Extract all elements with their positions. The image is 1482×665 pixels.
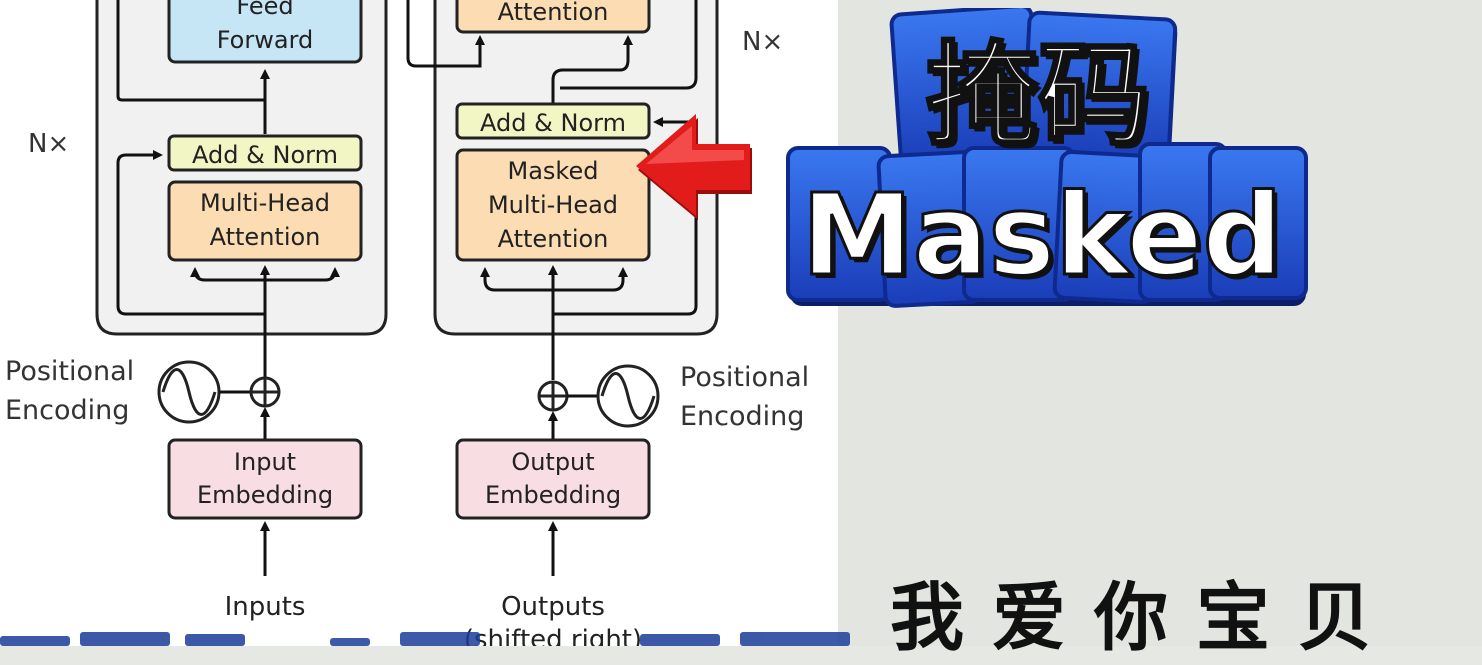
masked-title-sticker: 掩码 掩码 Masked Masked [786, 8, 1308, 308]
masked-mha-label-3: Attention [498, 225, 609, 253]
decoder-nx-label: N× [742, 27, 783, 57]
input-embedding-label-1: Input [234, 448, 296, 476]
inputs-label: Inputs [225, 592, 306, 622]
chinese-subtitle: 我爱你宝贝 [890, 575, 1400, 661]
diagram-panel: Feed Forward Add & Norm Multi-Head Atten… [0, 0, 838, 655]
masked-title-cn: 掩码 [926, 31, 1150, 161]
output-embedding-box [455, 438, 651, 520]
masked-mha-label-1: Masked [508, 157, 599, 185]
outputs-label: Outputs [501, 592, 605, 622]
encoder-mha-box [167, 180, 363, 262]
masked-title-en-shadow: Masked [805, 175, 1286, 305]
decoder-attention-label: Attention [498, 0, 609, 26]
encoder-positional-label-1: Positional [5, 356, 134, 387]
decoder-add-norm-box [455, 102, 651, 140]
encoder-add-norm-label: Add & Norm [192, 141, 338, 169]
masked-mha-box [455, 148, 651, 262]
masked-title-cn-shadow: 掩码 [930, 35, 1154, 165]
masked-mha-label-2: Multi-Head [488, 191, 618, 219]
output-embedding-label-1: Output [511, 448, 594, 476]
decoder-add-norm-label: Add & Norm [480, 109, 626, 137]
decoder-positional-label-2: Encoding [680, 401, 804, 432]
blurred-subtitle-strip [0, 622, 860, 646]
encoder-mha-label-1: Multi-Head [200, 189, 330, 217]
masked-title-en: Masked [801, 171, 1282, 301]
feed-forward-label-2: Forward [217, 26, 314, 54]
transformer-diagram: Feed Forward Add & Norm Multi-Head Atten… [5, 0, 809, 655]
feed-forward-box [167, 0, 363, 64]
red-arrow-icon [636, 114, 752, 220]
feed-forward-label-1: Feed [236, 0, 293, 20]
encoder-mha-label-2: Attention [210, 223, 321, 251]
decoder-positional-label-1: Positional [680, 362, 809, 393]
encoder-add-norm-box [167, 134, 363, 172]
input-embedding-box [167, 438, 363, 520]
encoder-positional-label-2: Encoding [5, 395, 129, 426]
output-embedding-label-2: Embedding [485, 481, 621, 509]
encoder-nx-label: N× [28, 129, 69, 159]
input-embedding-label-2: Embedding [197, 481, 333, 509]
decoder-attention-box [455, 0, 651, 34]
